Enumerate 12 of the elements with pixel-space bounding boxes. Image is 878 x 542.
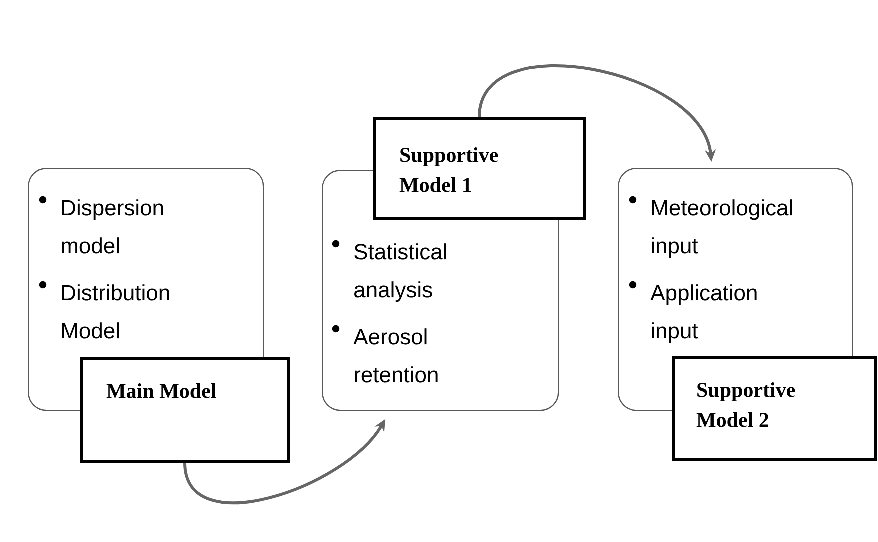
bullet-text: Application input [650,284,757,344]
box-title: Supportive Model 2 [696,382,796,428]
model-box [672,356,877,461]
box-title: Main Model [106,384,216,398]
bullet-text: Meteorological input [652,200,792,258]
model-box [80,357,290,463]
bullet-text: Aerosol retention [354,328,438,383]
bullet-text: Statistical analysis [354,244,446,302]
bullet-text: Dispersion model [62,200,164,254]
model-box [373,117,586,220]
box-title: Supportive Model 1 [400,148,498,192]
bullet-text: Distribution Model [62,284,170,339]
